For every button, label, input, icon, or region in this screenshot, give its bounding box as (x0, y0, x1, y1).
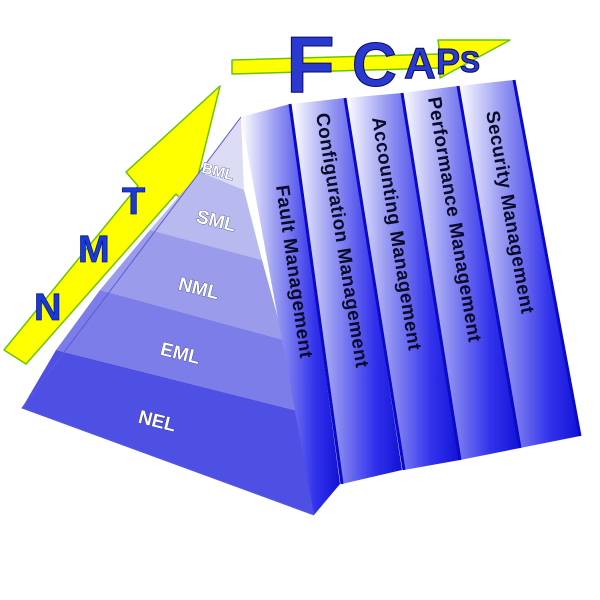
fcaps-letters: F C A P S (286, 20, 481, 110)
nmt-letter-m: M (78, 229, 110, 271)
nmt-letter-t: T (122, 181, 145, 223)
layer-band-bml (200, 117, 244, 190)
layer-band-nml (100, 230, 284, 340)
fcaps-letter-p: P (436, 41, 460, 82)
panel-performance (402, 86, 520, 460)
panel-security (458, 80, 580, 448)
fcaps-arrow (231, 39, 511, 79)
panel-configuration (292, 98, 402, 484)
fcaps-letter-c: C (352, 31, 397, 100)
nmt-letters: N M T (34, 181, 146, 330)
fcaps-letter-s: S (460, 46, 480, 79)
fcaps-letter-f: F (286, 20, 335, 109)
layer-band-sml (150, 172, 262, 260)
panel-accounting (346, 93, 460, 470)
function-panels (241, 79, 582, 515)
fcaps-letter-a: A (404, 39, 436, 88)
nmt-letter-n: N (34, 287, 61, 329)
layer-label-sml: SML (194, 206, 238, 236)
layer-band-nel (22, 350, 314, 515)
panel-fault (241, 104, 340, 515)
nmt-arrow (3, 85, 221, 365)
layer-band-eml (56, 290, 302, 412)
pyramid-left-face (21, 116, 315, 516)
